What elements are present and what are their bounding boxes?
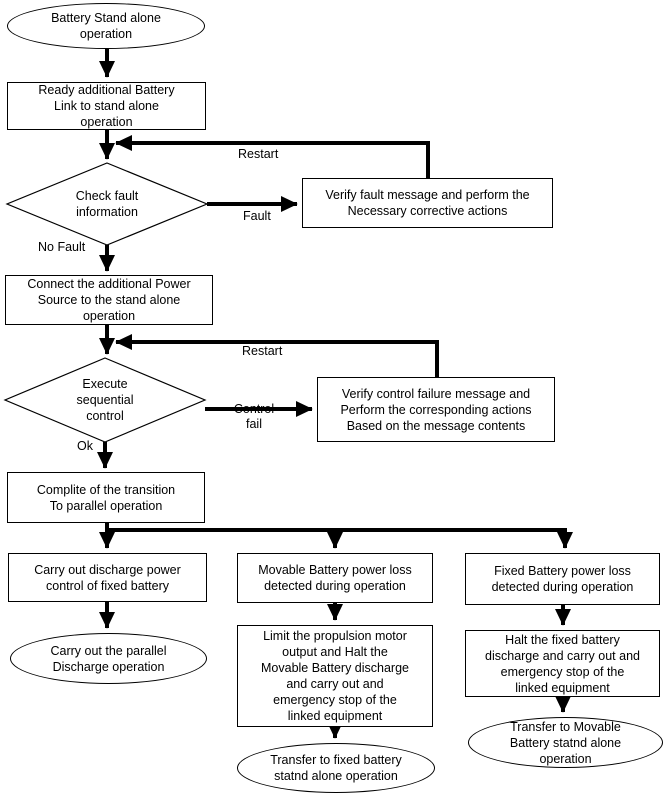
edge-label-ok: Ok xyxy=(77,439,93,453)
decision-check-fault-text: Check fault information xyxy=(75,189,139,219)
edge-label-control-fail: Control fail xyxy=(233,402,275,431)
process-connect-additional-power: Connect the additional Power Source to t… xyxy=(5,275,213,325)
process-limit-propulsion-motor: Limit the propulsion motor output and Ha… xyxy=(237,625,433,727)
terminator-parallel-discharge: Carry out the parallel Discharge operati… xyxy=(10,633,207,684)
connector-restart-mid xyxy=(115,334,439,377)
process-fixed-battery-power-loss: Fixed Battery power loss detected during… xyxy=(465,553,660,605)
decision-execute-sequential-control-text: Execute sequential control xyxy=(76,377,134,423)
process-verify-control-failure: Verify control failure message and Perfo… xyxy=(317,377,555,442)
edge-label-restart-mid: Restart xyxy=(242,344,283,358)
terminator-transfer-movable-battery: Transfer to Movable Battery statnd alone… xyxy=(468,717,663,768)
edge-label-fault: Fault xyxy=(243,209,271,223)
process-halt-fixed-battery: Halt the fixed battery discharge and car… xyxy=(465,630,660,697)
process-verify-fault-message: Verify fault message and perform the Nec… xyxy=(302,178,553,228)
connector-restart-top xyxy=(115,135,430,178)
decision-execute-control-shape xyxy=(3,357,207,443)
process-complete-transition: Complite of the transition To parallel o… xyxy=(7,472,205,523)
process-ready-additional-battery: Ready additional Battery Link to stand a… xyxy=(7,82,206,130)
terminator-transfer-fixed-battery: Transfer to fixed battery statnd alone o… xyxy=(237,743,435,793)
process-movable-battery-power-loss: Movable Battery power loss detected duri… xyxy=(237,553,433,603)
edge-label-restart-top: Restart xyxy=(238,147,279,161)
edge-label-no-fault: No Fault xyxy=(38,240,86,254)
decision-check-fault-shape xyxy=(5,162,209,246)
terminator-battery-stand-alone: Battery Stand alone operation xyxy=(7,3,205,49)
process-carry-out-discharge-power: Carry out discharge power control of fix… xyxy=(8,553,207,602)
